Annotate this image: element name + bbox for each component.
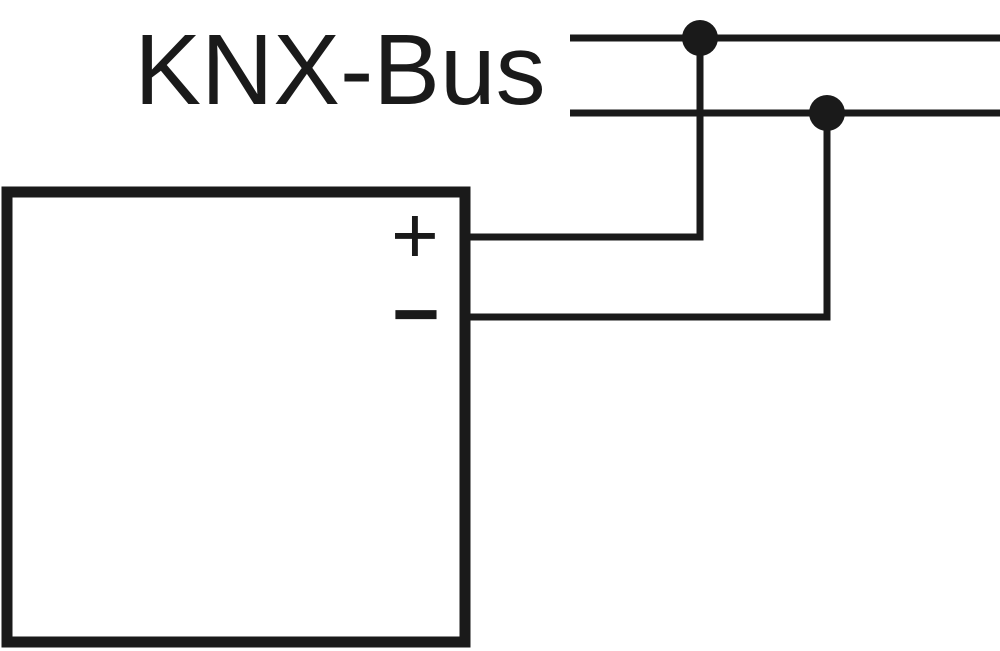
- minus-terminal-label: −: [392, 269, 440, 360]
- plus-wire: [463, 38, 704, 241]
- junction-dot-upper: [682, 20, 718, 56]
- device-box: [1, 186, 471, 648]
- plus-terminal-label: +: [391, 190, 439, 281]
- junction-dot-lower: [809, 95, 845, 131]
- minus-wire: [463, 113, 831, 321]
- knx-bus-label: KNX-Bus: [134, 14, 545, 126]
